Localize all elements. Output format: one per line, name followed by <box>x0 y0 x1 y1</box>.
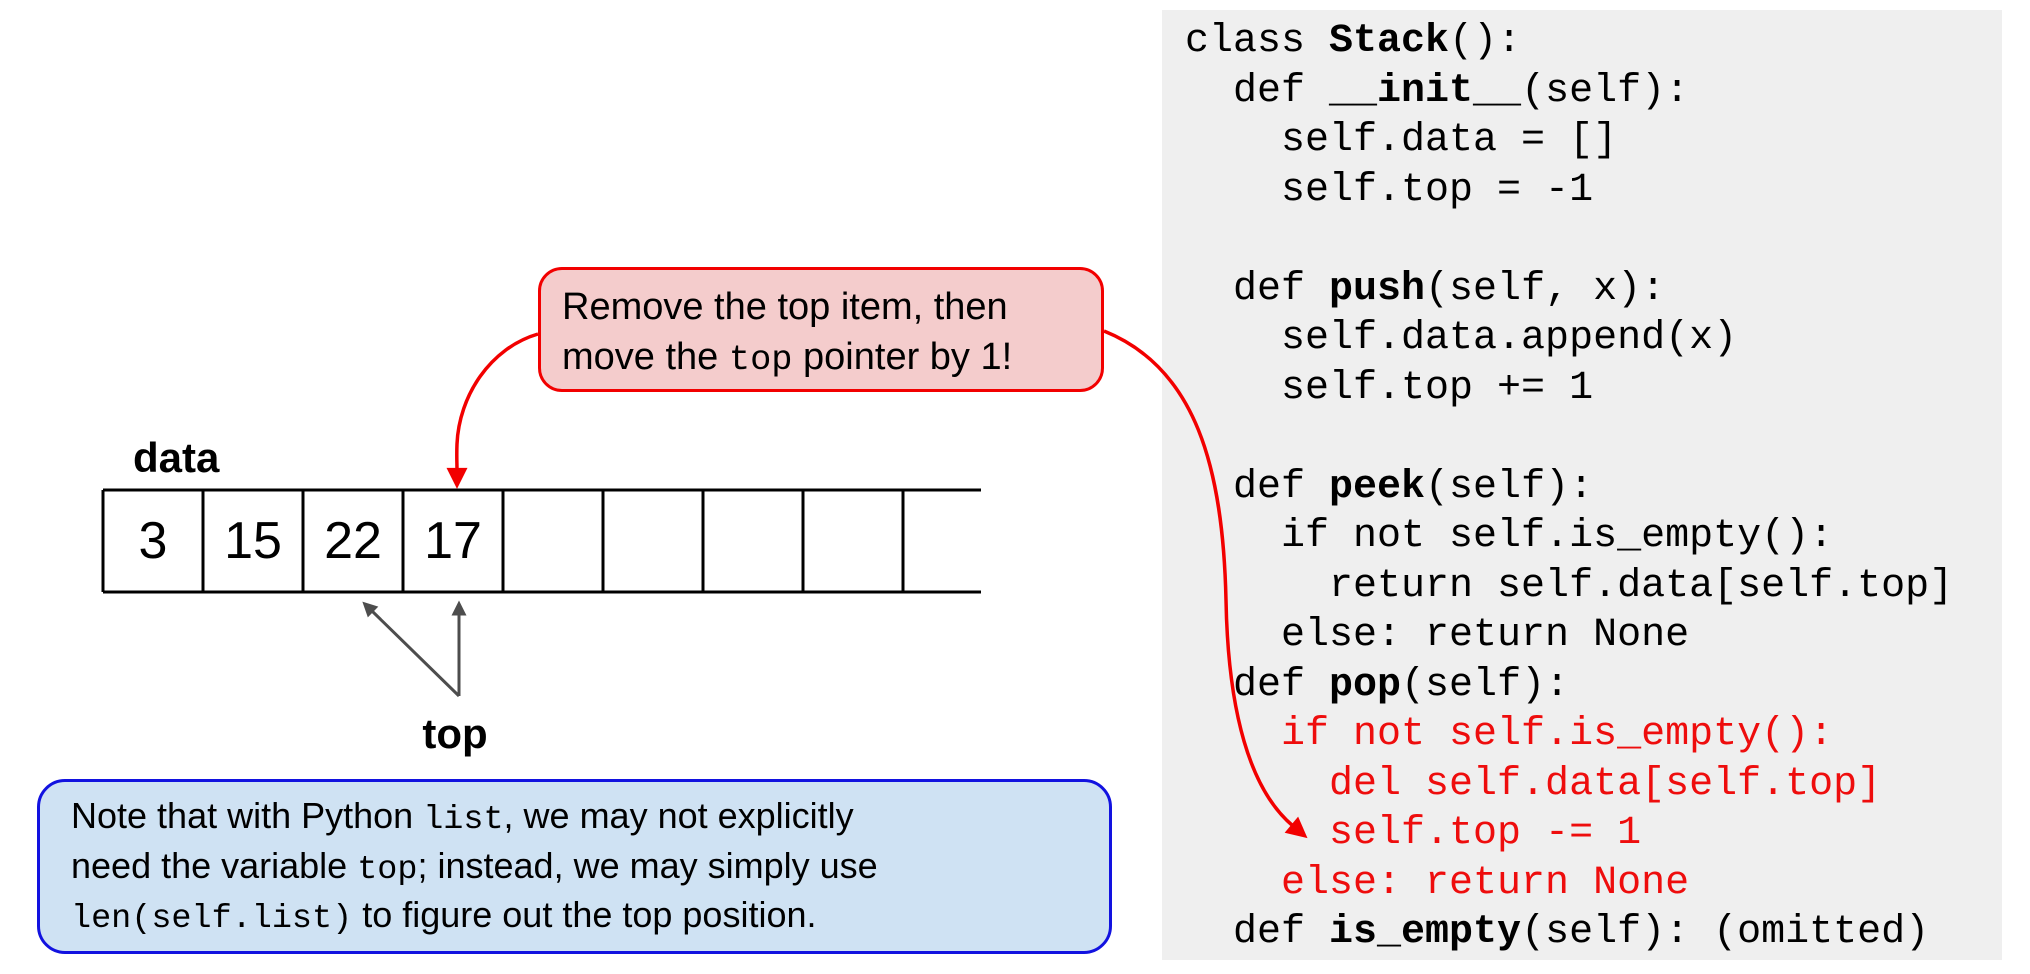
text-line: def __init__(self): <box>1185 68 1690 114</box>
top-pointer-label: top <box>422 710 488 757</box>
text-line: self.data.append(x) <box>1185 316 1738 361</box>
array-cell-value <box>603 490 703 592</box>
text-line: self.top = -1 <box>1185 167 1594 213</box>
code-panel: class Stack(): def __init__(self): self.… <box>1162 10 2002 960</box>
text-line: self.top += 1 <box>1185 365 1594 411</box>
text-line: if not self.is_empty(): <box>1185 514 1834 559</box>
red-arrow-to-cell-icon <box>446 332 539 489</box>
array-cell-value: 22 <box>324 512 382 570</box>
text-line: Note that with Python list, we may not e… <box>71 795 854 839</box>
text-line: class Stack(): <box>1185 19 1522 64</box>
text-line: if not self.is_empty(): <box>1185 712 1834 757</box>
array-cell-value <box>503 490 603 592</box>
text-line: self.top -= 1 <box>1185 811 1642 856</box>
top-pointer-arrows-icon <box>362 600 467 698</box>
array-cell-value <box>803 490 903 592</box>
text-line: else: return None <box>1185 613 1690 658</box>
array-cell-value: 17 <box>424 512 482 570</box>
python-list-note-box: Note that with Python list, we may not e… <box>37 779 1112 954</box>
stack-class-code: class Stack(): def __init__(self): self.… <box>1185 17 1953 958</box>
text-line: return self.data[self.top] <box>1185 563 1954 609</box>
text-line: Remove the top item, then <box>562 286 1008 328</box>
array-cell-value: 15 <box>224 512 282 570</box>
array-cell-value <box>703 490 803 592</box>
text-line: def pop(self): <box>1185 662 1570 708</box>
text-line: def push(self, x): <box>1185 266 1666 312</box>
text-line: need the variable top; instead, we may s… <box>71 844 878 889</box>
text-line: del self.data[self.top] <box>1185 761 1882 807</box>
text-line: def peek(self): <box>1185 464 1594 510</box>
text-line: move the top pointer by 1! <box>562 335 1013 380</box>
text-line <box>1185 413 1953 463</box>
array-cell-value: 3 <box>138 512 168 570</box>
text-line <box>1185 215 1953 265</box>
text-line: def is_empty(self): (omitted) <box>1185 910 1930 955</box>
text-line: else: return None <box>1185 860 1690 906</box>
text-line: self.data = [] <box>1185 118 1618 163</box>
pop-callout-box: Remove the top item, then move the top po… <box>538 267 1104 392</box>
text-line: len(self.list) to figure out the top pos… <box>71 894 817 938</box>
array-data-label: data <box>133 434 220 481</box>
